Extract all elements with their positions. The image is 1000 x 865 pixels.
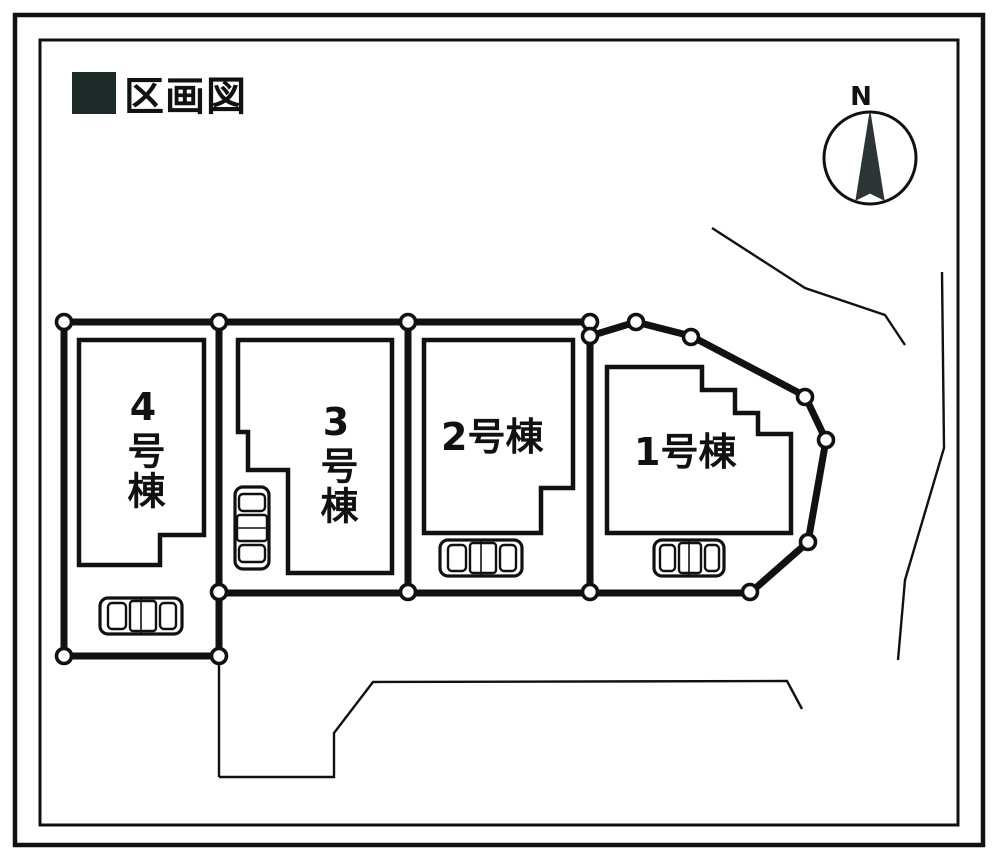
- compass-needle: [855, 111, 885, 201]
- survey-node-icon[interactable]: [580, 326, 600, 346]
- survey-node-icon[interactable]: [626, 312, 646, 332]
- survey-node-icon[interactable]: [798, 532, 818, 552]
- survey-node-icon[interactable]: [54, 312, 74, 332]
- lot-2-label: 2号棟: [441, 415, 544, 459]
- survey-node-icon[interactable]: [398, 582, 418, 602]
- survey-node-icon[interactable]: [209, 582, 229, 602]
- lot-4-house-outline: [76, 337, 207, 568]
- survey-node-icon[interactable]: [816, 430, 836, 450]
- lot-1-group[interactable]: 1号棟: [586, 318, 830, 597]
- compass-north-icon: N: [822, 82, 918, 206]
- road-edge-lines: [217, 226, 946, 779]
- lot-4-car-icon: [98, 596, 184, 636]
- lot-3-house-outline: [235, 337, 395, 576]
- road-edge-bottom: [219, 679, 804, 779]
- survey-node-icon[interactable]: [398, 312, 418, 332]
- lot-3-label: 3号棟: [314, 400, 358, 526]
- filled-square-icon: [72, 72, 116, 114]
- lot-1-house-outline: [604, 364, 794, 536]
- survey-node-icon[interactable]: [54, 646, 74, 666]
- survey-node-icon[interactable]: [681, 327, 701, 347]
- compass-label: N: [850, 82, 872, 112]
- lot-4-group[interactable]: 4号棟: [60, 318, 223, 660]
- page-title: 区画図: [124, 74, 247, 120]
- lot-3-car-icon: [233, 485, 271, 571]
- road-edge-right: [896, 271, 946, 661]
- road-edge-upper: [711, 226, 906, 346]
- lot-2-car-icon: [438, 538, 524, 578]
- inner-frame: [38, 38, 960, 827]
- survey-node-markers: [54, 312, 836, 666]
- survey-node-icon[interactable]: [580, 582, 600, 602]
- lot-1-car-icon: [652, 538, 726, 578]
- survey-node-icon[interactable]: [209, 646, 229, 666]
- survey-node-icon[interactable]: [795, 387, 815, 407]
- lot-3-group[interactable]: 3号棟: [215, 318, 412, 597]
- lot-1-label: 1号棟: [634, 430, 737, 474]
- outer-frame: [12, 12, 986, 848]
- survey-node-icon[interactable]: [740, 582, 760, 602]
- survey-node-icon[interactable]: [209, 312, 229, 332]
- lot-4-label: 4号棟: [121, 385, 165, 511]
- lot-2-house-outline: [421, 337, 576, 536]
- title-block: 区画図: [72, 72, 247, 120]
